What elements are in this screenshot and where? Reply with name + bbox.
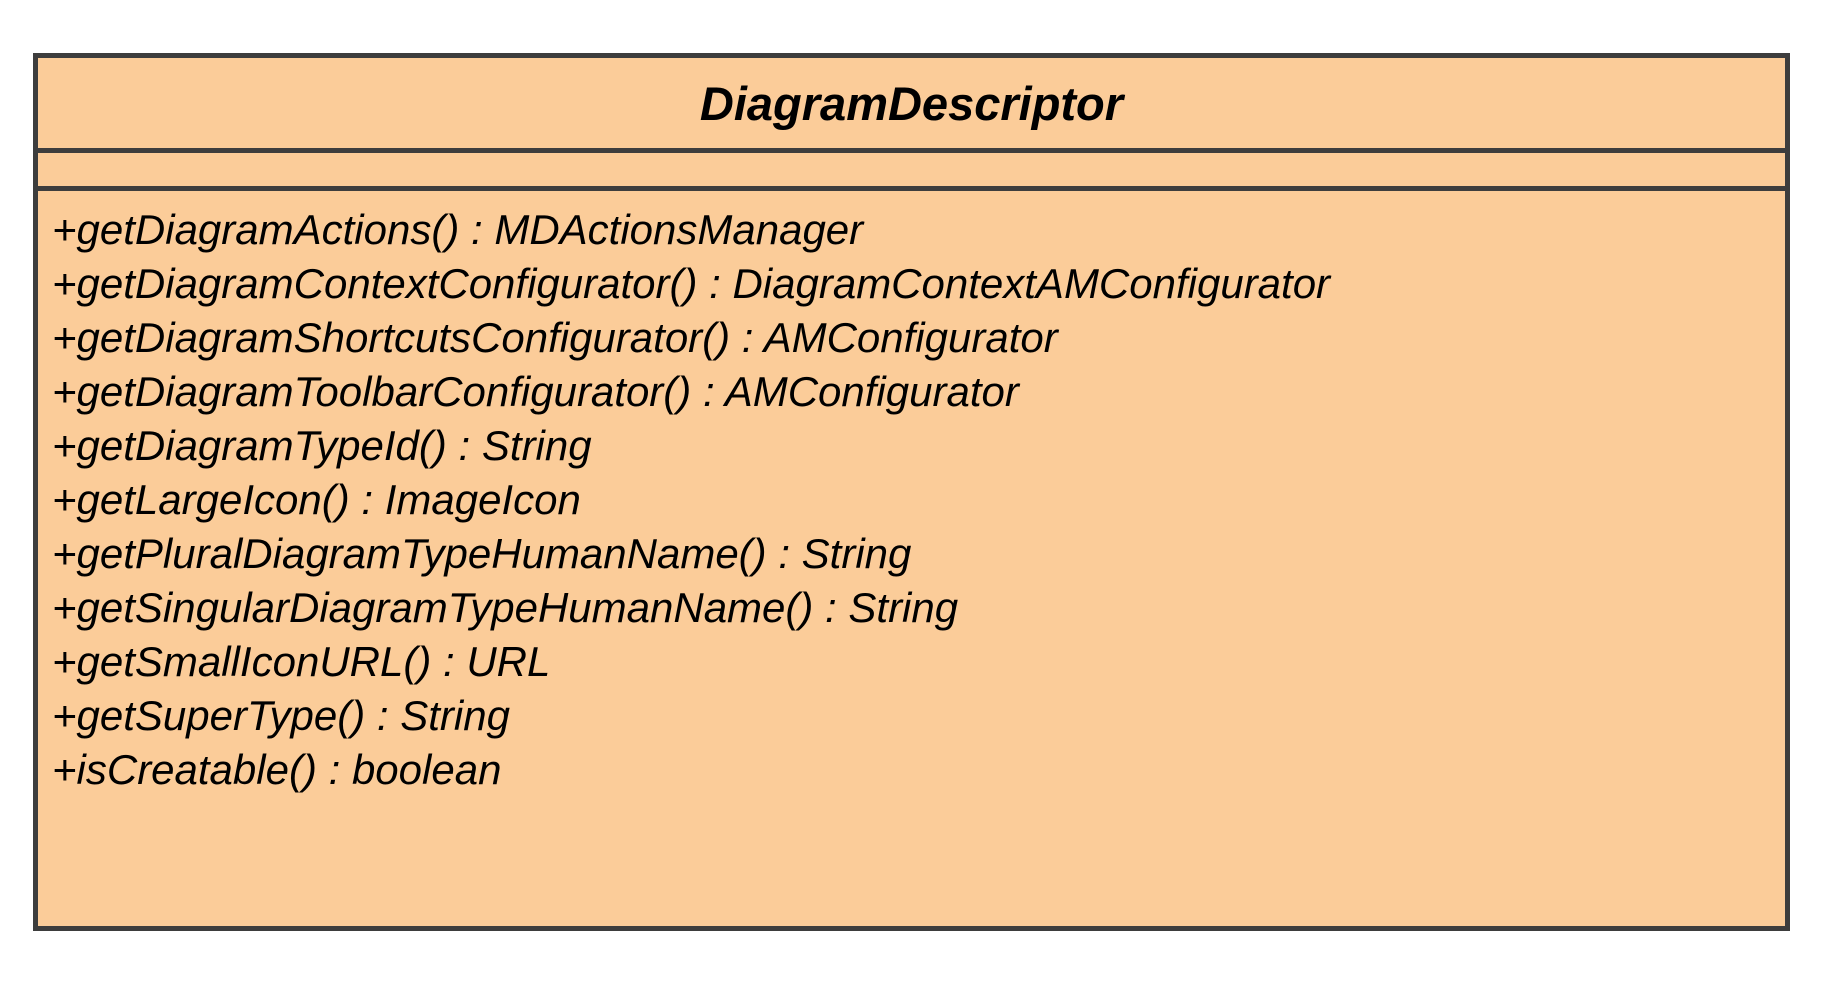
operation-row[interactable]: +getPluralDiagramTypeHumanName() : Strin…	[52, 530, 912, 577]
operation-row[interactable]: +getSmallIconURL() : URL	[52, 638, 551, 685]
operation-row[interactable]: +getDiagramActions() : MDActionsManager	[52, 206, 864, 253]
operation-row[interactable]: +getDiagramTypeId() : String	[52, 422, 592, 469]
class-name-label: DiagramDescriptor	[699, 76, 1124, 130]
operation-row[interactable]: +getDiagramToolbarConfigurator() : AMCon…	[52, 368, 1019, 415]
operation-row[interactable]: +getSuperType() : String	[52, 692, 510, 739]
operation-row[interactable]: +getDiagramContextConfigurator() : Diagr…	[52, 260, 1331, 307]
class-name-compartment: DiagramDescriptor	[38, 58, 1785, 153]
operation-row[interactable]: +getSingularDiagramTypeHumanName() : Str…	[52, 584, 959, 631]
class-operations-compartment: +getDiagramActions() : MDActionsManager …	[38, 191, 1785, 926]
class-attributes-compartment	[38, 153, 1785, 191]
operation-row[interactable]: +getDiagramShortcutsConfigurator() : AMC…	[52, 314, 1058, 361]
operation-row[interactable]: +isCreatable() : boolean	[52, 746, 502, 793]
operation-row[interactable]: +getLargeIcon() : ImageIcon	[52, 476, 581, 523]
uml-class-box-diagramdescriptor[interactable]: DiagramDescriptor +getDiagramActions() :…	[33, 53, 1790, 931]
